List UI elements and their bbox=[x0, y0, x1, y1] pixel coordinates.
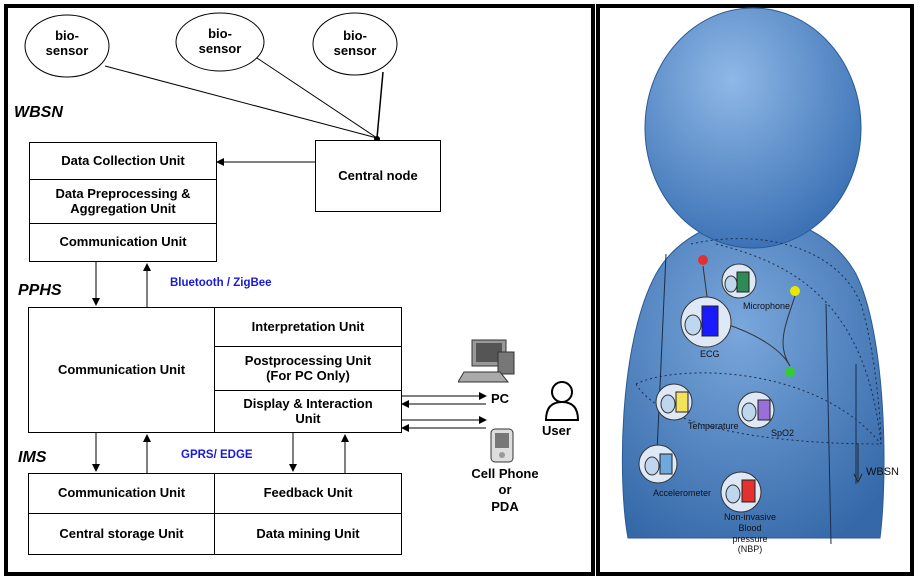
wbsn-communication-unit: Communication Unit bbox=[59, 234, 187, 250]
wbsn-network-label: WBSN bbox=[866, 466, 899, 478]
interpretation-unit: Interpretation Unit bbox=[215, 308, 401, 347]
data-mining-unit: Data mining Unit bbox=[256, 525, 360, 541]
ecg-label: ECG bbox=[700, 349, 720, 359]
cell-phone-pda-label: Cell Phone or PDA bbox=[471, 466, 539, 514]
user-icon bbox=[544, 381, 580, 421]
central-node: Central node bbox=[315, 140, 441, 212]
microphone-label: Microphone bbox=[743, 301, 791, 311]
ims-box: Communication Unit Feedback Unit Central… bbox=[28, 473, 402, 555]
ims-communication-unit: Communication Unit bbox=[29, 474, 215, 514]
accelerometer-label: Accelerometer bbox=[653, 488, 712, 498]
postprocessing-unit: Postprocessing Unit (For PC Only) bbox=[215, 347, 401, 391]
right-panel-frame bbox=[596, 4, 914, 576]
central-storage-unit: Central storage Unit bbox=[29, 514, 215, 554]
pphs-communication-unit: Communication Unit bbox=[29, 308, 215, 432]
pc-label: PC bbox=[491, 391, 510, 406]
temperature-label: Temperature bbox=[688, 421, 739, 431]
spo2-label: SpO2 bbox=[771, 428, 795, 438]
feedback-unit: Feedback Unit bbox=[215, 474, 401, 514]
bio-sensor-3: bio- sensor bbox=[333, 28, 377, 58]
bluetooth-zigbee-label: Bluetooth / ZigBee bbox=[170, 277, 272, 289]
pc-icon bbox=[458, 339, 515, 383]
bio-sensor-1: bio- sensor bbox=[45, 28, 89, 58]
section-pphs: PPHS bbox=[18, 282, 62, 299]
section-wbsn: WBSN bbox=[14, 104, 63, 121]
data-preprocessing-unit: Data Preprocessing & Aggregation Unit bbox=[30, 180, 216, 224]
body-illustration bbox=[621, 7, 885, 545]
cell-phone-icon bbox=[490, 428, 514, 463]
left-panel-frame bbox=[4, 4, 595, 576]
wbsn-box: Data Collection Unit Data Preprocessing … bbox=[29, 142, 217, 262]
user-label: User bbox=[542, 423, 571, 438]
gprs-edge-label: GPRS/ EDGE bbox=[181, 449, 253, 461]
display-interaction-unit: Display & Interaction Unit bbox=[243, 395, 373, 426]
bio-sensor-2: bio- sensor bbox=[198, 26, 242, 56]
section-ims: IMS bbox=[18, 449, 47, 466]
nbp-label: Non-invasive Blood pressure (NBP) bbox=[723, 512, 777, 555]
data-collection-unit: Data Collection Unit bbox=[30, 143, 216, 180]
pphs-box: Communication Unit Interpretation Unit P… bbox=[28, 307, 402, 433]
